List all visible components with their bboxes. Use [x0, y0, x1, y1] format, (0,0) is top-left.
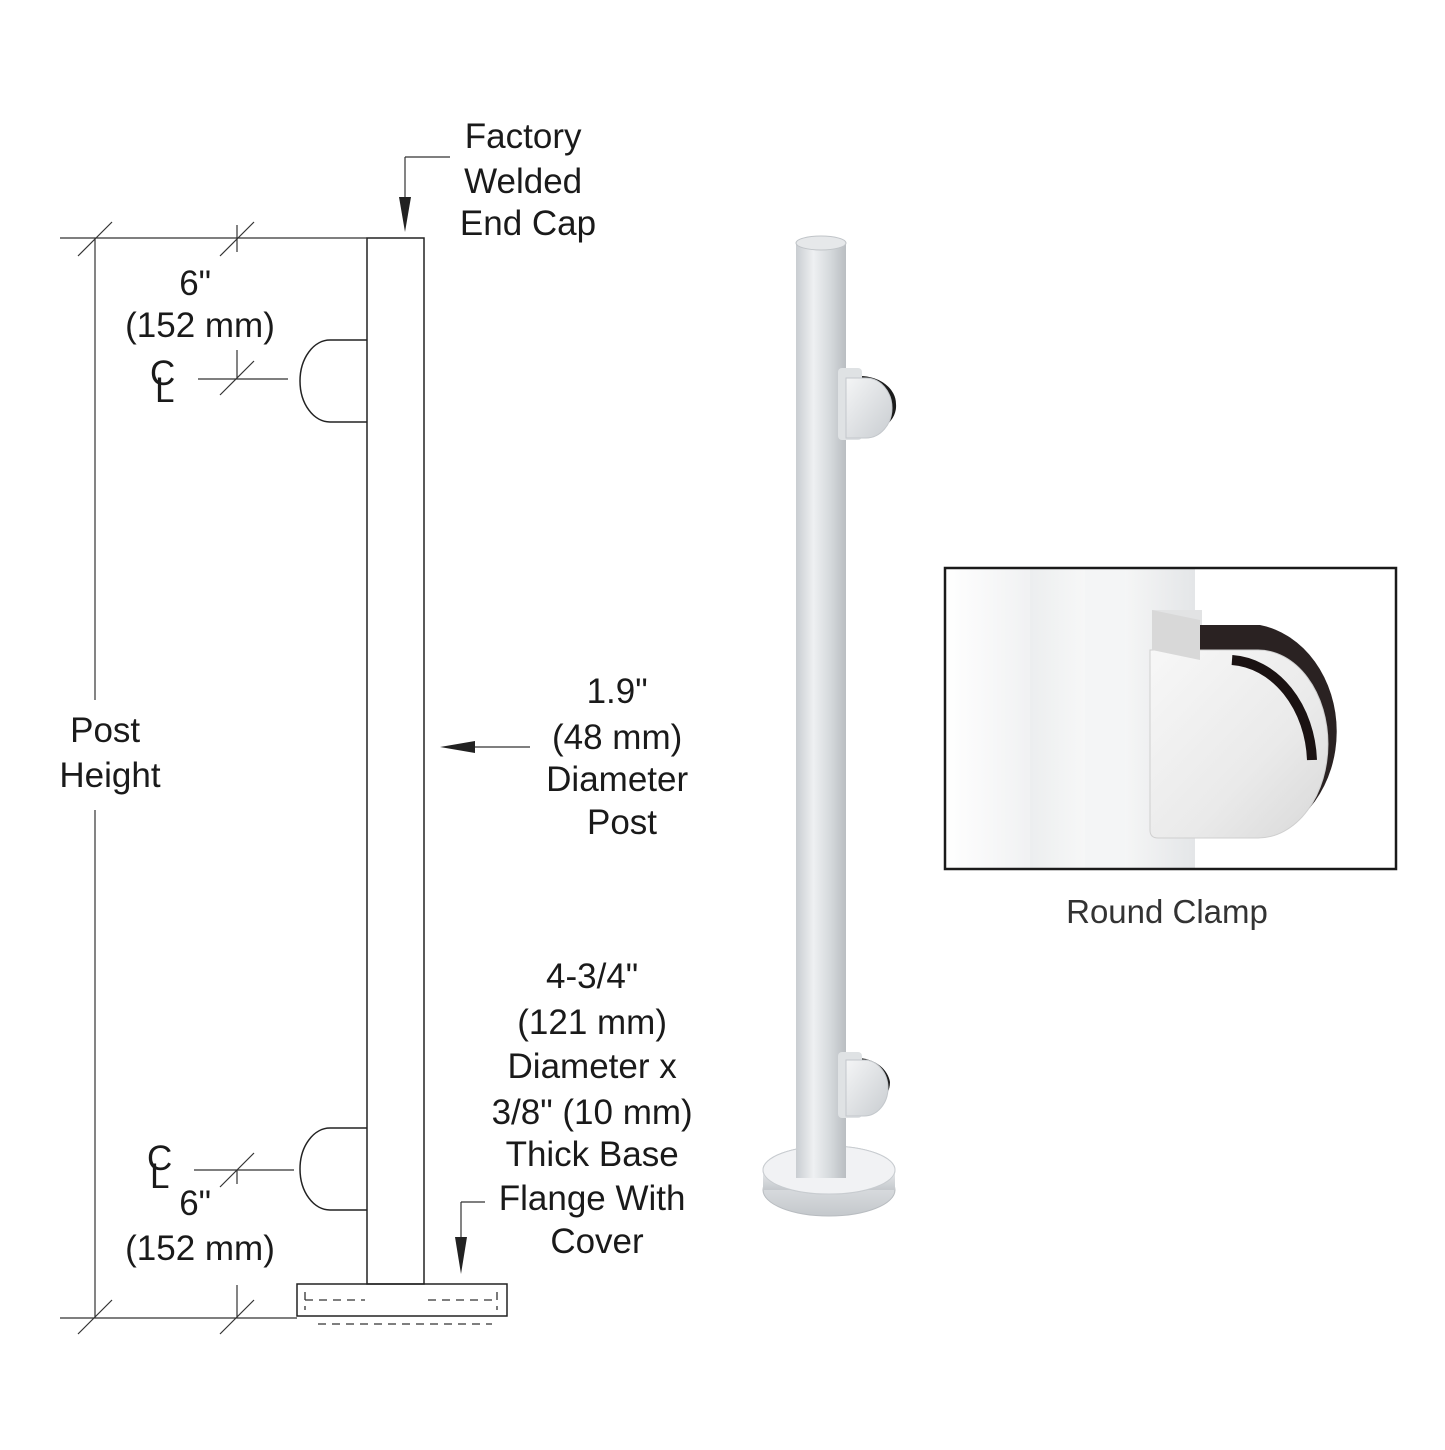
centerline-icon: C L — [150, 354, 175, 410]
post-outline — [366, 237, 425, 1285]
end-cap-leader — [399, 156, 450, 232]
centerline-icon: C L — [147, 1139, 172, 1196]
arrow-icon — [399, 197, 411, 232]
top-clamp-render — [838, 368, 897, 440]
svg-text:L: L — [150, 1157, 169, 1196]
svg-text:L: L — [155, 371, 174, 410]
round-clamp-inset: Round Clamp — [943, 566, 1398, 930]
base-flange-leader — [455, 1201, 485, 1274]
bottom-offset-label: 6" (152 mm) — [125, 1184, 275, 1268]
arrow-icon — [455, 1237, 467, 1274]
base-flange-outline — [296, 1283, 508, 1325]
post-height-dimension — [60, 221, 367, 1335]
arrow-icon — [440, 741, 475, 753]
bottom-centerline-marker — [194, 1152, 294, 1188]
top-centerline-marker — [198, 350, 288, 396]
post-product-image — [762, 235, 897, 1217]
bottom-clamp-outline — [299, 1127, 367, 1211]
diameter-leader — [440, 741, 530, 753]
svg-text:C: C — [147, 1139, 172, 1178]
top-clamp-outline — [299, 339, 367, 423]
diameter-label: 1.9" (48 mm) Diameter Post — [546, 672, 698, 842]
technical-drawing: Factory Welded End Cap 6" (152 mm) C L C… — [59, 117, 703, 1335]
bottom-clamp-render — [838, 1052, 891, 1118]
inset-caption: Round Clamp — [1066, 893, 1268, 930]
post-height-label: Post Height — [59, 711, 160, 795]
top-offset-label: 6" (152 mm) — [125, 264, 275, 345]
end-cap-label: Factory Welded End Cap — [460, 117, 596, 243]
base-flange-label: 4-3/4" (121 mm) Diameter x 3/8" (10 mm) … — [492, 957, 703, 1261]
svg-text:C: C — [150, 354, 175, 393]
